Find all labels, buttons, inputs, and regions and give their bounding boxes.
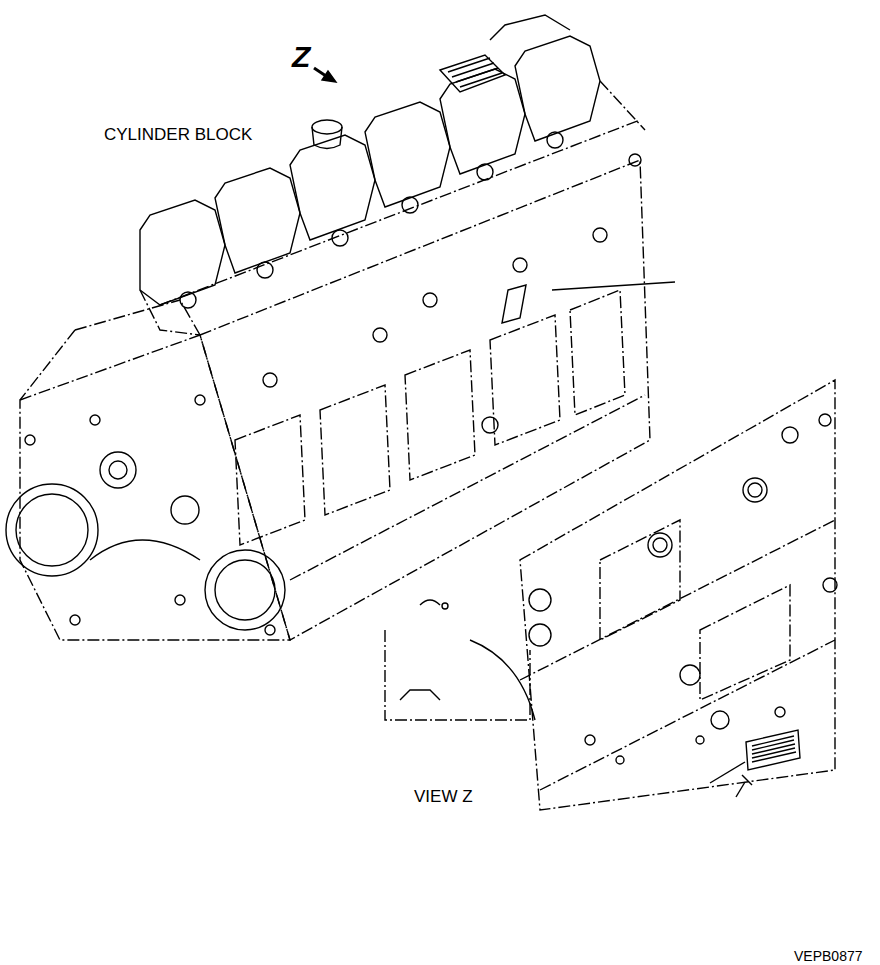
part-name: CYLINDER BLOCK — [104, 126, 252, 143]
view-title: VIEW Z — [414, 788, 473, 805]
view-z-block — [385, 380, 835, 810]
name-plate — [710, 730, 800, 797]
view-z-details — [400, 414, 837, 764]
leader-line — [552, 282, 675, 290]
drawing-number: VEPB0877 — [794, 949, 863, 963]
gear-housing — [6, 395, 285, 635]
view-letter: Z — [292, 42, 310, 72]
cylinder-block — [20, 160, 650, 640]
plate-position — [502, 285, 526, 323]
view-arrow — [314, 68, 336, 82]
cylinder-heads — [140, 15, 645, 433]
